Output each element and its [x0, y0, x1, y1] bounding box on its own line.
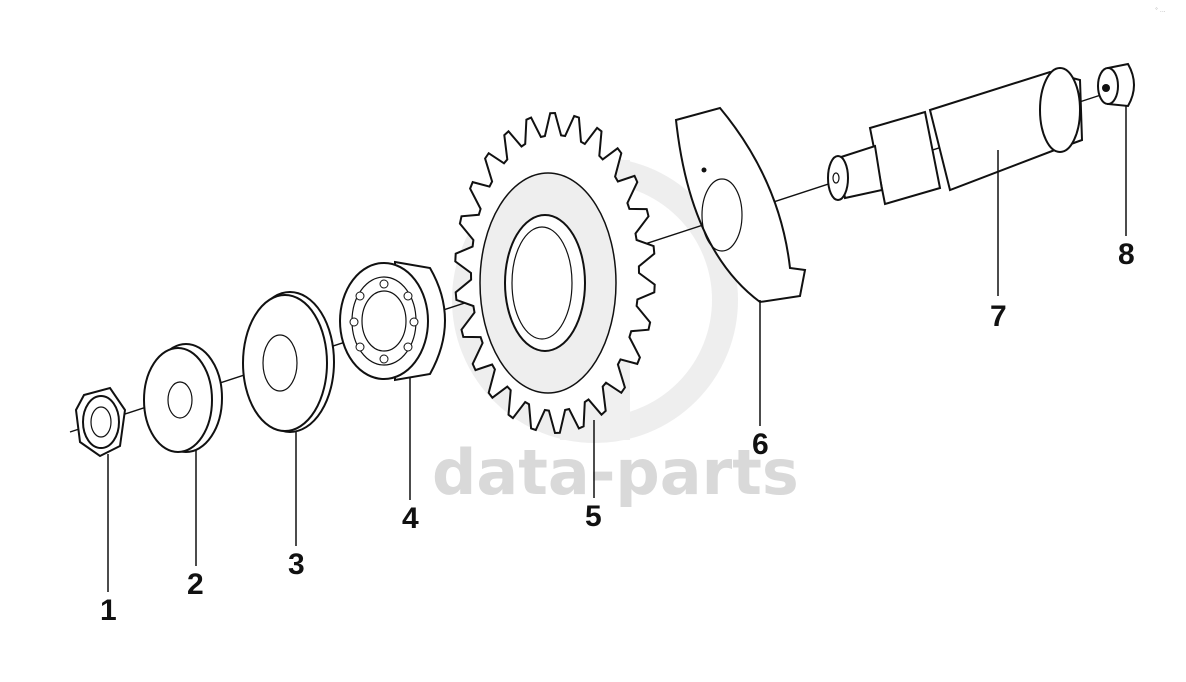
callout-number-2: 2: [187, 568, 204, 601]
leader-lines: [107, 106, 1127, 592]
watermark-text: data-parts: [432, 436, 799, 509]
bearing-balls: [349, 279, 419, 364]
callout-number-3: 3: [288, 548, 305, 581]
part-7-shaft-drawing: [827, 67, 1084, 206]
callout-numbers: 1 2 3 4 5 6 7 8: [100, 238, 1135, 627]
part-8-plug-drawing: [1097, 62, 1135, 108]
callout-number-5: 5: [585, 500, 602, 533]
part-1-nut-drawing: [74, 386, 127, 458]
part-2-washer-drawing: [143, 343, 223, 453]
callout-number-4: 4: [402, 502, 419, 535]
callout-number-1: 1: [100, 594, 117, 627]
part-3-shim-drawing: [242, 291, 335, 433]
callout-number-8: 8: [1118, 238, 1135, 271]
corner-mark: ° ...: [1155, 7, 1166, 14]
part-5-gear-drawing: [454, 111, 656, 435]
callout-number-6: 6: [752, 428, 769, 461]
part-4-bearing-drawing: [339, 260, 446, 382]
callout-number-7: 7: [990, 300, 1007, 333]
part-6-plate-drawing: [674, 106, 807, 304]
